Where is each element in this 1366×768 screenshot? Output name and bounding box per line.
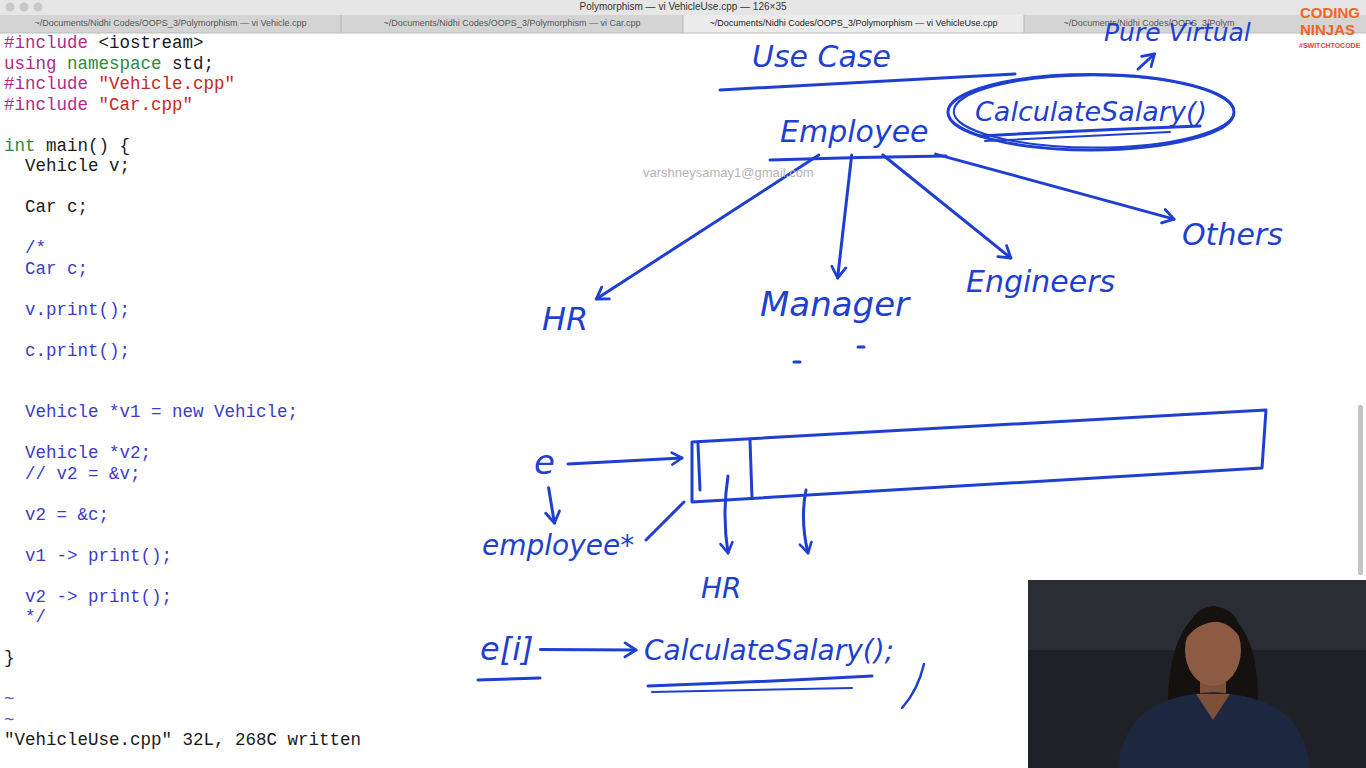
code-token: /*: [25, 237, 46, 259]
node-text: Engineers: [966, 264, 1115, 300]
element-arrow: [725, 476, 728, 553]
handwritten-node: e[i]: [476, 628, 538, 670]
code-token: #include: [4, 32, 88, 54]
handwritten-node: Pure Virtual: [1100, 16, 1255, 50]
tab-title: ~/Documents/Nidhi Codes/OOPS_3/Polymorph…: [341, 18, 683, 29]
node-text: Manager: [760, 284, 909, 325]
window-button: [20, 3, 29, 12]
tab-title: ~/Documents/Nidhi Codes/OOPS_3/Polymorph…: [683, 18, 1024, 29]
hand-arrow: [549, 488, 555, 523]
ellipse-stroke: [948, 74, 1234, 150]
handwritten-node: CalculateSalary();: [640, 632, 898, 670]
title-bar: [0, 0, 1366, 15]
node-text: employee*: [482, 529, 634, 563]
logo-text: NINJAS: [1300, 21, 1355, 40]
handwritten-node: Manager: [756, 282, 913, 327]
logo-text: CODING: [1300, 4, 1360, 23]
handwritten-node: e: [530, 440, 559, 485]
array-box: [692, 410, 1266, 502]
pointer-stroke: [646, 502, 684, 540]
tab-title: ~/Documents/Nidhi Codes/OOPS_3/Polymorph…: [0, 18, 341, 29]
window-button: [34, 3, 43, 12]
scrollbar: [1358, 405, 1363, 575]
pointer-arrow: [568, 458, 682, 464]
handwritten-node: Employee: [776, 112, 933, 152]
tab-divider: [1024, 15, 1025, 33]
code-token: Vehicle v;: [25, 155, 130, 177]
handwritten-node: HR: [697, 570, 746, 608]
underline: [985, 132, 1170, 141]
underline: [720, 74, 1015, 90]
ellipse-stroke: [954, 75, 1234, 147]
code-token: v.print();: [25, 299, 130, 321]
element-arrow: [803, 490, 808, 553]
code-token: v2 = &c;: [25, 504, 109, 526]
code-token: */: [25, 606, 46, 628]
code-token: Vehicle *v1 = new Vehicle;: [25, 401, 298, 423]
window-title: Polymorphism — vi VehicleUse.cpp — 126×3…: [0, 1, 1366, 14]
handwritten-node: employee*: [478, 527, 638, 565]
hand-arrow: [936, 154, 1174, 219]
window-button: [6, 3, 15, 12]
code-token: namespace: [67, 53, 162, 75]
node-text: Others: [1182, 217, 1283, 253]
hand-arrow: [1138, 54, 1154, 69]
handwritten-heading: Use Case: [752, 38, 891, 76]
underline: [652, 688, 852, 692]
code-token: std;: [172, 53, 214, 75]
node-text: CalculateSalary();: [644, 634, 894, 668]
node-text: CalculateSalary(): [975, 96, 1207, 128]
code-token: Vehicle *v2;: [25, 442, 151, 464]
node-text: Pure Virtual: [1104, 18, 1251, 48]
node-text: HR: [701, 572, 742, 606]
code-token: Car c;: [25, 196, 88, 218]
underline: [478, 678, 540, 680]
handwritten-node: Others: [1178, 215, 1287, 255]
node-text: e: [534, 442, 555, 483]
watermark: varshneysamay1@gmail.com: [643, 165, 814, 181]
code-token: // v2 = &v;: [25, 463, 141, 485]
code-token: }: [4, 647, 15, 669]
code-token: #include: [4, 94, 88, 116]
node-text: Employee: [780, 114, 929, 150]
code-token: Car c;: [25, 258, 88, 280]
array-cell: [698, 444, 700, 490]
code-token: v1 -> print();: [25, 545, 172, 567]
code-token: c.print();: [25, 340, 130, 362]
active-tab: [683, 15, 1024, 33]
flourish: [902, 664, 924, 708]
hand-arrow: [541, 648, 637, 652]
node-text: e[i]: [480, 630, 534, 668]
underline: [648, 676, 872, 686]
array-cell: [750, 440, 752, 498]
logo-tagline: #SWITCHTOCODE: [1299, 42, 1360, 51]
code-token: "Vehicle.cpp": [99, 73, 236, 95]
code-token: <iostream>: [99, 32, 204, 54]
hand-arrow: [596, 155, 819, 299]
code-token: int: [4, 135, 36, 157]
dash: [858, 346, 864, 349]
dash: [794, 361, 800, 364]
handwritten-node: HR: [538, 298, 592, 340]
tab-divider: [683, 15, 684, 33]
code-token: main() {: [46, 135, 130, 157]
hand-arrow: [838, 155, 852, 278]
video-inset: [1028, 580, 1366, 768]
code-token: ~: [4, 688, 15, 710]
code-token: #include: [4, 73, 88, 95]
node-text: HR: [542, 300, 588, 338]
code-token: "Car.cpp": [99, 94, 194, 116]
code-token: v2 -> print();: [25, 586, 172, 608]
handwritten-node: Engineers: [962, 262, 1119, 302]
code-token: using: [4, 53, 57, 75]
underline: [770, 156, 946, 160]
underline: [980, 126, 1200, 136]
code-token: "VehicleUse.cpp" 32L, 268C written: [4, 729, 361, 751]
code-token: ~: [4, 709, 15, 731]
circled-method: CalculateSalary(): [945, 72, 1237, 152]
tab-divider: [341, 15, 342, 33]
